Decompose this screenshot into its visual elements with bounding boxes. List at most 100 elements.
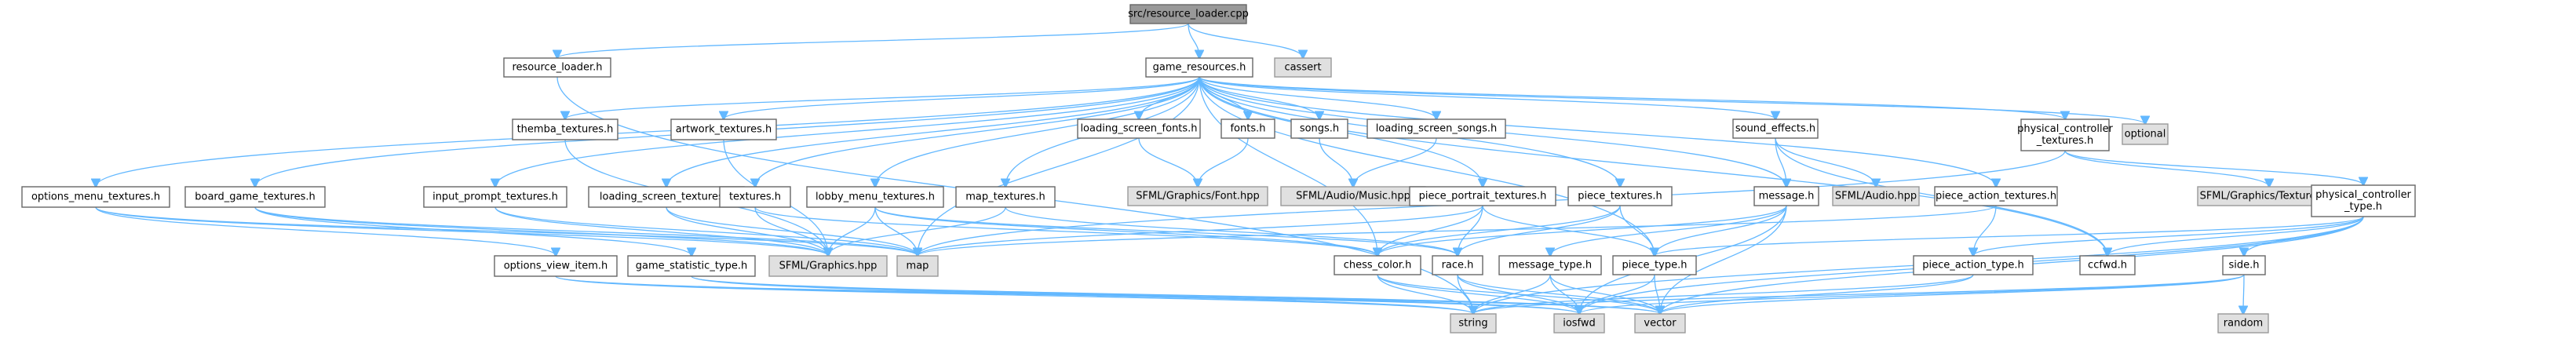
- edge-piece_action_type_h-to-vector: [1660, 274, 1974, 314]
- node-box[interactable]: [1127, 186, 1268, 206]
- node-box[interactable]: [1832, 186, 1920, 206]
- edge-race_h-to-iosfwd: [1457, 274, 1579, 314]
- edge-game_resources_h-to-piece_action_textures_h: [1199, 76, 1996, 187]
- node-ccfwd-h[interactable]: ccfwd.h: [2079, 255, 2136, 275]
- node-chess-color-h[interactable]: chess_color.h: [1334, 255, 1421, 275]
- node-box[interactable]: [1274, 57, 1332, 78]
- node-box[interactable]: [1220, 118, 1275, 139]
- node-physical-controller-type-h[interactable]: physical_controller_type.h: [2311, 184, 2416, 217]
- node-board-game-textures-h[interactable]: board_game_textures.h: [184, 186, 326, 208]
- node-game-resources-h[interactable]: game_resources.h: [1145, 57, 1253, 78]
- edge-game_resources_h-to-ccfwd_h: [1199, 76, 2107, 256]
- node-sfml-font[interactable]: SFML/Graphics/Font.hpp: [1127, 186, 1268, 206]
- node-box[interactable]: [896, 255, 939, 277]
- node-iosfwd[interactable]: iosfwd: [1553, 313, 1605, 334]
- node-box[interactable]: [184, 186, 326, 208]
- node-box[interactable]: [1145, 57, 1253, 78]
- node-label: message.h: [1759, 191, 1815, 202]
- node-box[interactable]: [1553, 313, 1605, 334]
- node-sfml-audio[interactable]: SFML/Audio.hpp: [1832, 186, 1920, 206]
- node-message-type-h[interactable]: message_type.h: [1498, 255, 1602, 275]
- node-box[interactable]: [1280, 186, 1426, 206]
- node-box[interactable]: [1409, 186, 1556, 206]
- edge-physical_controller_type_h-to-piece_type_h: [1655, 216, 2364, 256]
- node-box[interactable]: [2020, 118, 2110, 151]
- node-box[interactable]: [1366, 118, 1506, 139]
- edge-board_game_textures_h-to-sfml_graphics: [254, 206, 828, 256]
- node-artwork-textures-h[interactable]: artwork_textures.h: [670, 118, 777, 140]
- node-box[interactable]: [627, 255, 756, 277]
- node-box[interactable]: [512, 118, 618, 140]
- node-resource-loader-h[interactable]: resource_loader.h: [503, 57, 611, 78]
- node-lobby-menu-textures-h[interactable]: lobby_menu_textures.h: [806, 186, 944, 208]
- node-piece-portrait-textures-h[interactable]: piece_portrait_textures.h: [1409, 186, 1556, 206]
- node-options-view-item-h[interactable]: options_view_item.h: [494, 255, 618, 277]
- node-label: artwork_textures.h: [676, 124, 772, 136]
- edge-game_resources_h-to-loading_screen_textures_h: [666, 76, 1200, 187]
- node-box[interactable]: [1432, 255, 1483, 275]
- node-box[interactable]: [1634, 313, 1686, 334]
- node-box[interactable]: [1934, 186, 2058, 206]
- node-cassert[interactable]: cassert: [1274, 57, 1332, 78]
- node-box[interactable]: [494, 255, 618, 277]
- node-textures-h[interactable]: textures.h: [719, 186, 791, 208]
- node-themba-textures-h[interactable]: themba_textures.h: [512, 118, 618, 140]
- node-string[interactable]: string: [1450, 313, 1497, 334]
- node-box[interactable]: [1753, 186, 1819, 206]
- node-box[interactable]: [2079, 255, 2136, 275]
- node-piece-type-h[interactable]: piece_type.h: [1612, 255, 1697, 275]
- node-side-h[interactable]: side.h: [2222, 255, 2266, 275]
- node-map[interactable]: map: [896, 255, 939, 277]
- node-game-statistic-type-h[interactable]: game_statistic_type.h: [627, 255, 756, 277]
- node-loading-screen-songs-h[interactable]: loading_screen_songs.h: [1366, 118, 1506, 139]
- node-sfml-music[interactable]: SFML/Audio/Music.hpp: [1280, 186, 1426, 206]
- node-box[interactable]: [806, 186, 944, 208]
- node-fonts-h[interactable]: fonts.h: [1220, 118, 1275, 139]
- node-sound-effects-h[interactable]: sound_effects.h: [1732, 118, 1819, 139]
- node-box[interactable]: [503, 57, 611, 78]
- node-box[interactable]: [423, 186, 567, 208]
- node-box[interactable]: [1498, 255, 1602, 275]
- edge-game_statistic_type_h-to-vector: [691, 275, 1660, 314]
- node-optional[interactable]: optional: [2122, 123, 2169, 145]
- node-input-prompt-textures-h[interactable]: input_prompt_textures.h: [423, 186, 567, 208]
- node-box[interactable]: [670, 118, 777, 140]
- node-box[interactable]: [1334, 255, 1421, 275]
- node-race-h[interactable]: race.h: [1432, 255, 1483, 275]
- node-box[interactable]: [1913, 255, 2034, 275]
- node-box[interactable]: [955, 186, 1056, 208]
- node-physical-controller-textures-h[interactable]: physical_controller_textures.h: [2017, 118, 2114, 151]
- node-piece-action-type-h[interactable]: piece_action_type.h: [1913, 255, 2034, 275]
- node-options-menu-textures-h[interactable]: options_menu_textures.h: [21, 186, 170, 208]
- node-box[interactable]: [2222, 255, 2266, 275]
- node-box[interactable]: [1612, 255, 1697, 275]
- edge-input_prompt_textures_h-to-sfml_graphics: [494, 206, 828, 256]
- node-box[interactable]: [1129, 4, 1247, 24]
- node-label: SFML/Graphics/Texture.hpp: [2200, 191, 2339, 202]
- node-box[interactable]: [1450, 313, 1497, 334]
- edge-physical_controller_textures_h-to-sfml_texture: [2064, 150, 2269, 187]
- node-sfml-graphics[interactable]: SFML/Graphics.hpp: [768, 255, 888, 277]
- node-songs-h[interactable]: songs.h: [1290, 118, 1348, 139]
- node-box[interactable]: [2311, 184, 2416, 217]
- node-box[interactable]: [1732, 118, 1819, 139]
- node-piece-textures-h[interactable]: piece_textures.h: [1567, 186, 1673, 206]
- node-piece-action-textures-h[interactable]: piece_action_textures.h: [1934, 186, 2058, 206]
- node-loading-screen-fonts-h[interactable]: loading_screen_fonts.h: [1077, 118, 1201, 139]
- node-box[interactable]: [21, 186, 170, 208]
- node-root[interactable]: src/resource_loader.cpp: [1128, 4, 1249, 24]
- node-box[interactable]: [1290, 118, 1348, 139]
- node-message-h[interactable]: message.h: [1753, 186, 1819, 206]
- node-box[interactable]: [1077, 118, 1201, 139]
- node-loading-screen-textures-h[interactable]: loading_screen_textures.h: [588, 186, 745, 208]
- node-box[interactable]: [2122, 123, 2169, 145]
- node-box[interactable]: [768, 255, 888, 277]
- node-random[interactable]: random: [2217, 313, 2269, 334]
- node-box[interactable]: [1567, 186, 1673, 206]
- node-box[interactable]: [719, 186, 791, 208]
- node-label: lobby_menu_textures.h: [815, 191, 935, 203]
- node-box[interactable]: [588, 186, 745, 208]
- node-vector[interactable]: vector: [1634, 313, 1686, 334]
- node-box[interactable]: [2217, 313, 2269, 334]
- node-map-textures-h[interactable]: map_textures.h: [955, 186, 1056, 208]
